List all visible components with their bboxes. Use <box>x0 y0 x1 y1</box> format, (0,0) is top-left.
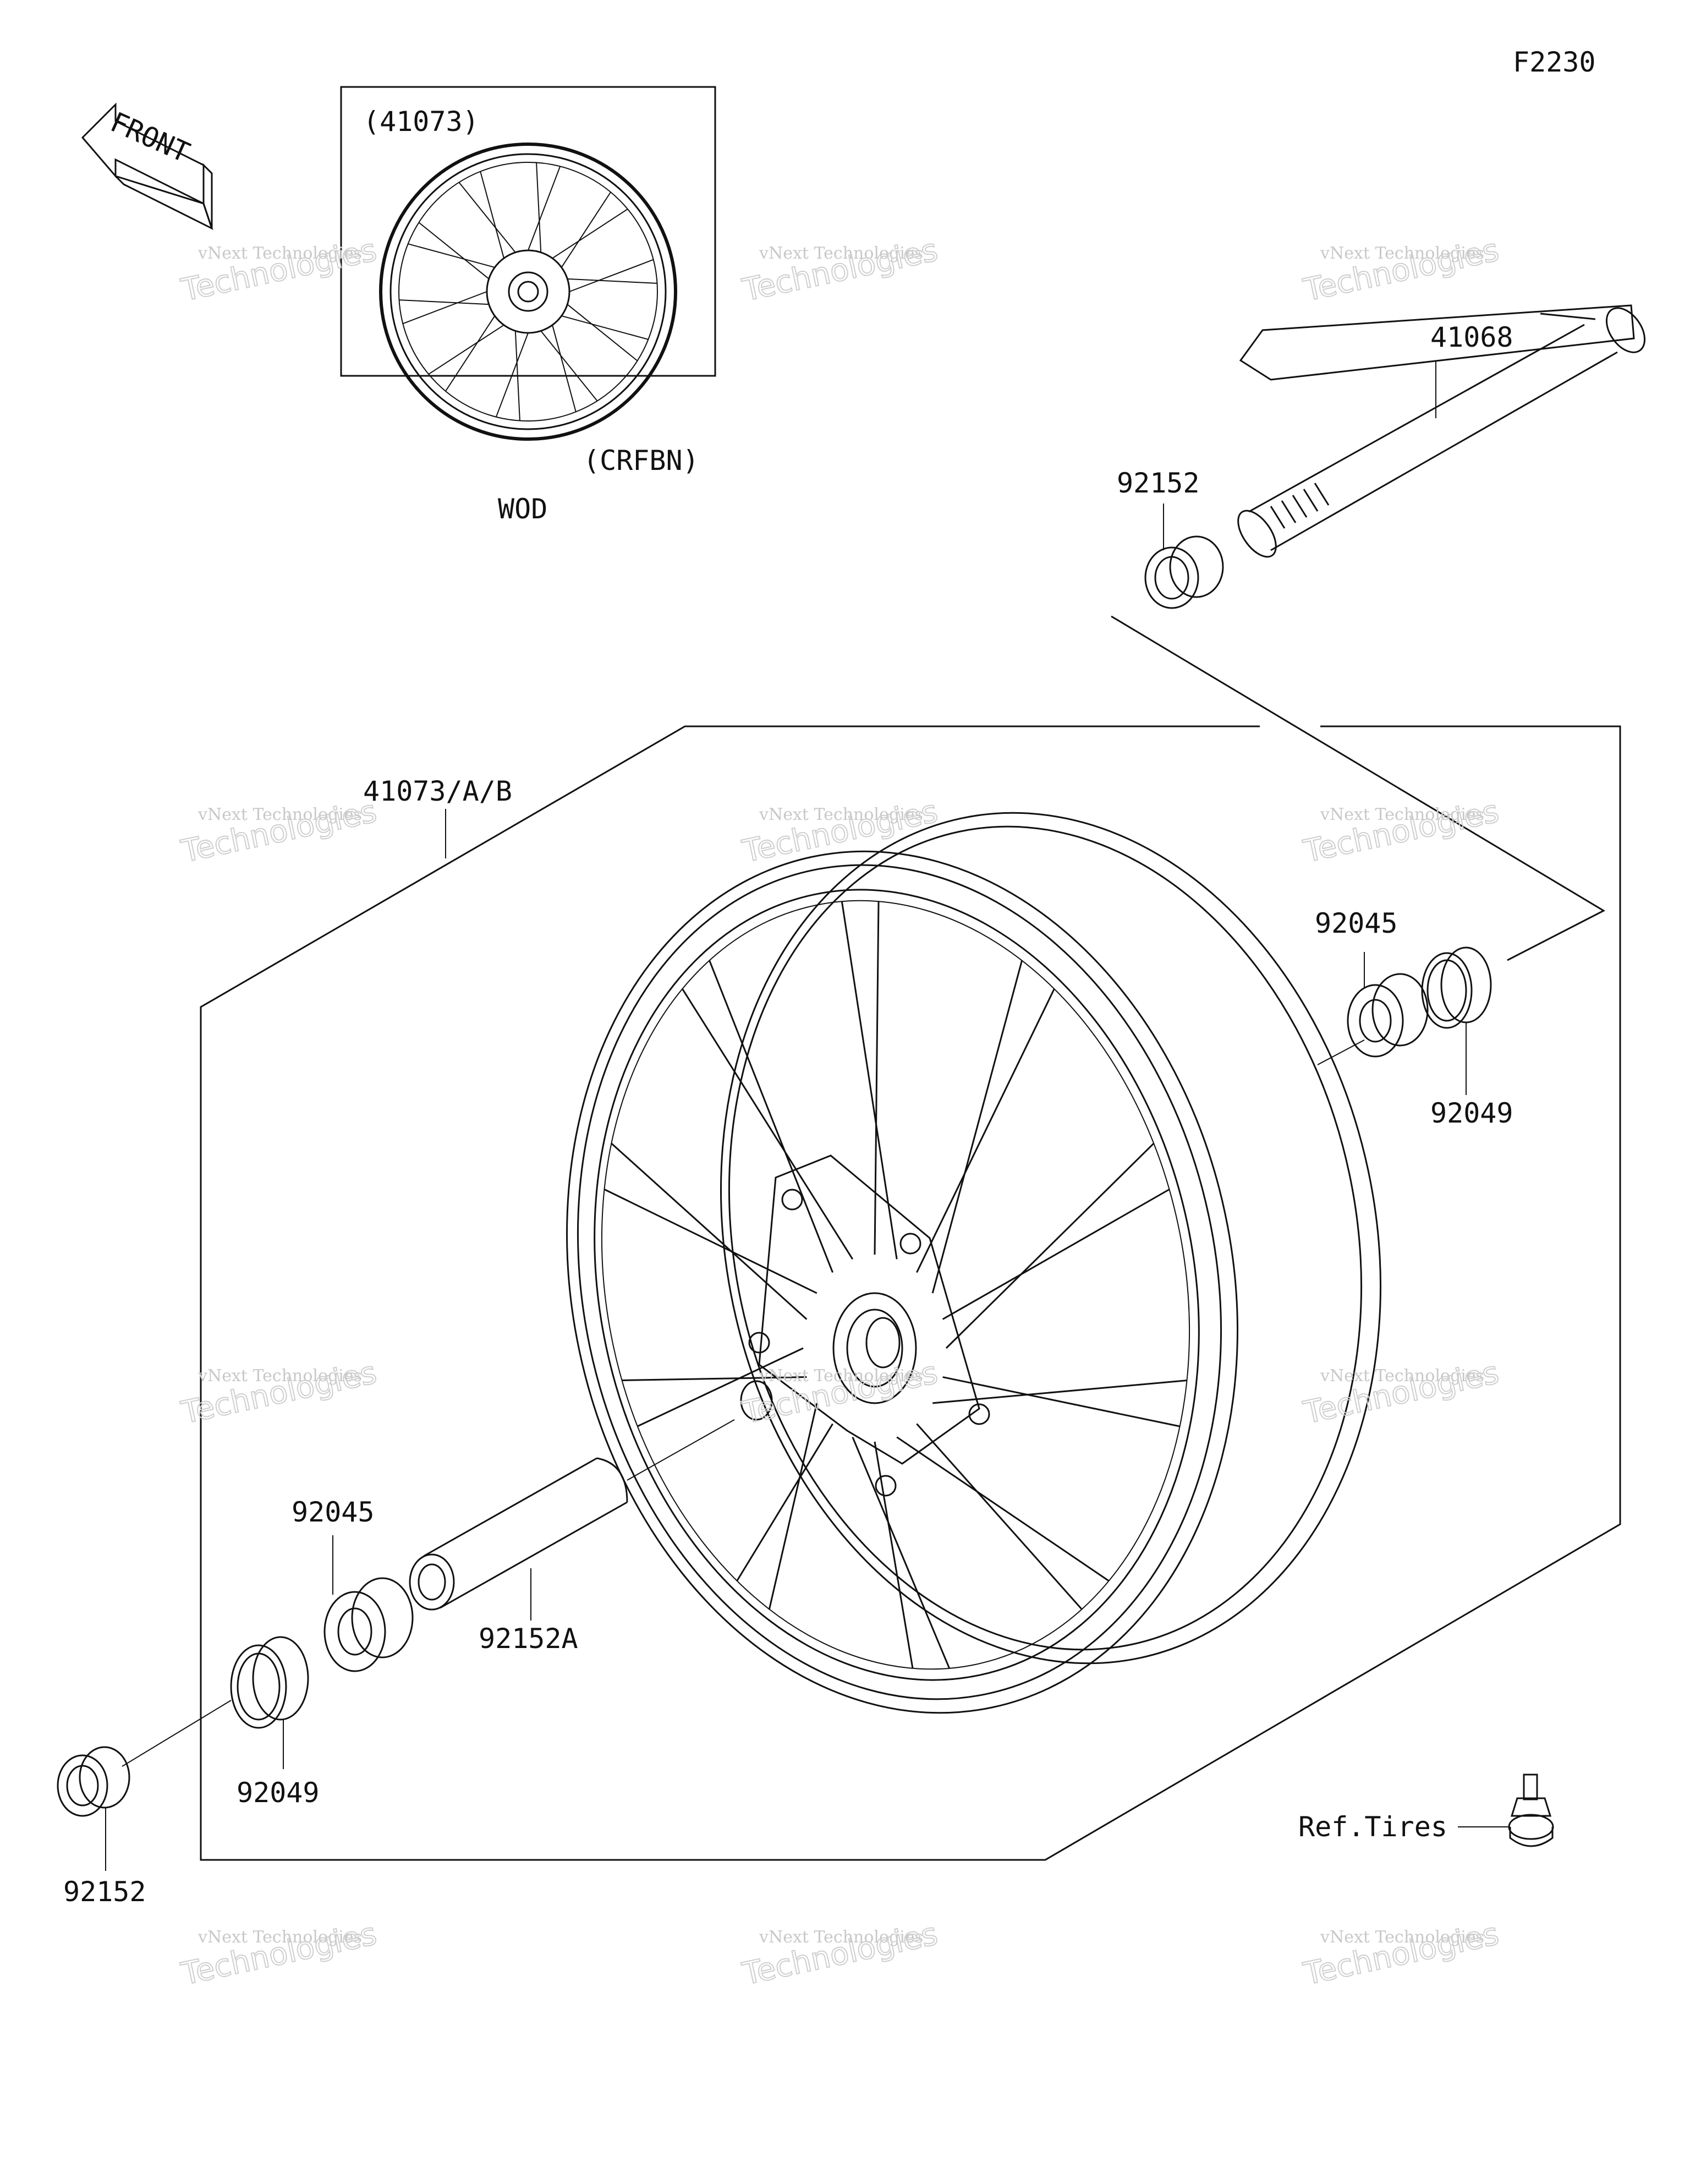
watermark-text: vNext Technologies <box>197 244 362 263</box>
wheel-spoke <box>709 960 833 1273</box>
wheel-spoke <box>932 1380 1187 1404</box>
inset-spoke <box>561 191 611 268</box>
wheel-spoke <box>874 1441 914 1669</box>
label-collar-top: 92152 <box>1117 467 1200 499</box>
front-arrow-icon: FRONT <box>81 102 213 230</box>
bearing-right-part <box>1317 952 1429 1065</box>
wheel-spoke <box>841 901 898 1260</box>
wheel-spoke <box>768 1403 818 1610</box>
axle-part <box>1237 304 1646 558</box>
watermark-text: vNext Technologies <box>759 805 923 824</box>
watermark-text: vNext Technologies <box>759 1928 923 1947</box>
label-collar-bottom: 92152 <box>63 1876 146 1908</box>
inset-spoke <box>458 182 516 253</box>
inset-spoke <box>495 332 529 418</box>
wheel-spoke <box>916 988 1055 1273</box>
inset-spoke <box>480 171 504 259</box>
watermark-text: vNext Technologies <box>759 1366 923 1386</box>
inset-spoke <box>536 162 542 253</box>
wheel-spoke <box>852 1437 951 1669</box>
watermark-text: vNext Technologies <box>1320 1366 1484 1386</box>
inset-spoke <box>552 325 577 412</box>
inset-spoke <box>408 243 495 268</box>
spacer-part <box>409 1419 735 1621</box>
label-seal-left: 92049 <box>237 1777 320 1809</box>
inset-spoke <box>567 304 638 362</box>
collar-bottom-part <box>57 1746 130 1871</box>
label-bearing-left: 92045 <box>292 1496 375 1528</box>
inset-spoke <box>514 331 520 421</box>
inset-spoke <box>528 166 561 251</box>
inset-wheel-icon <box>379 143 677 441</box>
label-axle: 41068 <box>1430 321 1513 353</box>
label-wheel: 41073/A/B <box>363 775 512 807</box>
wheel-spoke <box>896 1436 1110 1582</box>
wheel-assembly <box>566 812 1381 1714</box>
watermark-text: vNext Technologies <box>197 805 362 824</box>
frame-lines <box>200 615 1621 1861</box>
seal-right-part <box>1421 946 1492 1095</box>
inset-caption: WOD <box>498 493 547 525</box>
wheel-spoke <box>637 1347 804 1427</box>
watermark-text: vNext Technologies <box>1320 244 1484 263</box>
wheel-spoke <box>736 1423 833 1581</box>
inset-spoke <box>402 291 487 325</box>
tire-valve-icon <box>1458 1774 1554 1847</box>
watermark-text: vNext Technologies <box>197 1366 362 1386</box>
inset-spoke <box>561 315 649 340</box>
bearing-left-part <box>323 1535 414 1672</box>
watermark-text: vNext Technologies <box>1320 805 1484 824</box>
collar-top-part <box>1144 503 1224 609</box>
wheel-spoke <box>874 901 880 1255</box>
inset-panel: (41073) (CRFBN) WOD <box>340 86 716 525</box>
front-label: FRONT <box>106 106 194 169</box>
inset-top-label: (41073) <box>363 106 479 138</box>
wheel-spoke <box>603 1189 817 1294</box>
wheel-spoke <box>931 960 1023 1294</box>
inset-spoke <box>569 259 654 292</box>
wheel-spoke <box>942 1376 1180 1427</box>
wheel-spoke <box>942 1189 1170 1320</box>
inset-spoke <box>552 209 628 259</box>
label-spacer: 92152A <box>479 1623 578 1655</box>
watermark-text: vNext Technologies <box>759 244 923 263</box>
inset-bottom-label: (CRFBN) <box>583 445 699 477</box>
inset-spoke <box>567 278 657 284</box>
inset-spoke <box>428 324 504 375</box>
inset-spoke <box>399 299 489 305</box>
seal-left-part <box>122 1636 309 1769</box>
watermark-text: vNext Technologies <box>197 1928 362 1947</box>
label-valve-ref: Ref.Tires <box>1298 1811 1447 1843</box>
wheel-spoke <box>682 988 854 1260</box>
figure-code: F2230 <box>1513 46 1596 78</box>
wheel-spoke <box>611 1142 808 1320</box>
label-seal-right: 92049 <box>1430 1097 1513 1129</box>
label-bearing-right: 92045 <box>1315 907 1398 939</box>
wheel-spoke <box>945 1142 1155 1349</box>
inset-spoke <box>418 222 490 280</box>
inset-spoke <box>445 315 496 392</box>
inset-spoke <box>540 330 598 402</box>
watermark-text: vNext Technologies <box>1320 1928 1484 1947</box>
wheel-spoke <box>916 1423 1083 1610</box>
